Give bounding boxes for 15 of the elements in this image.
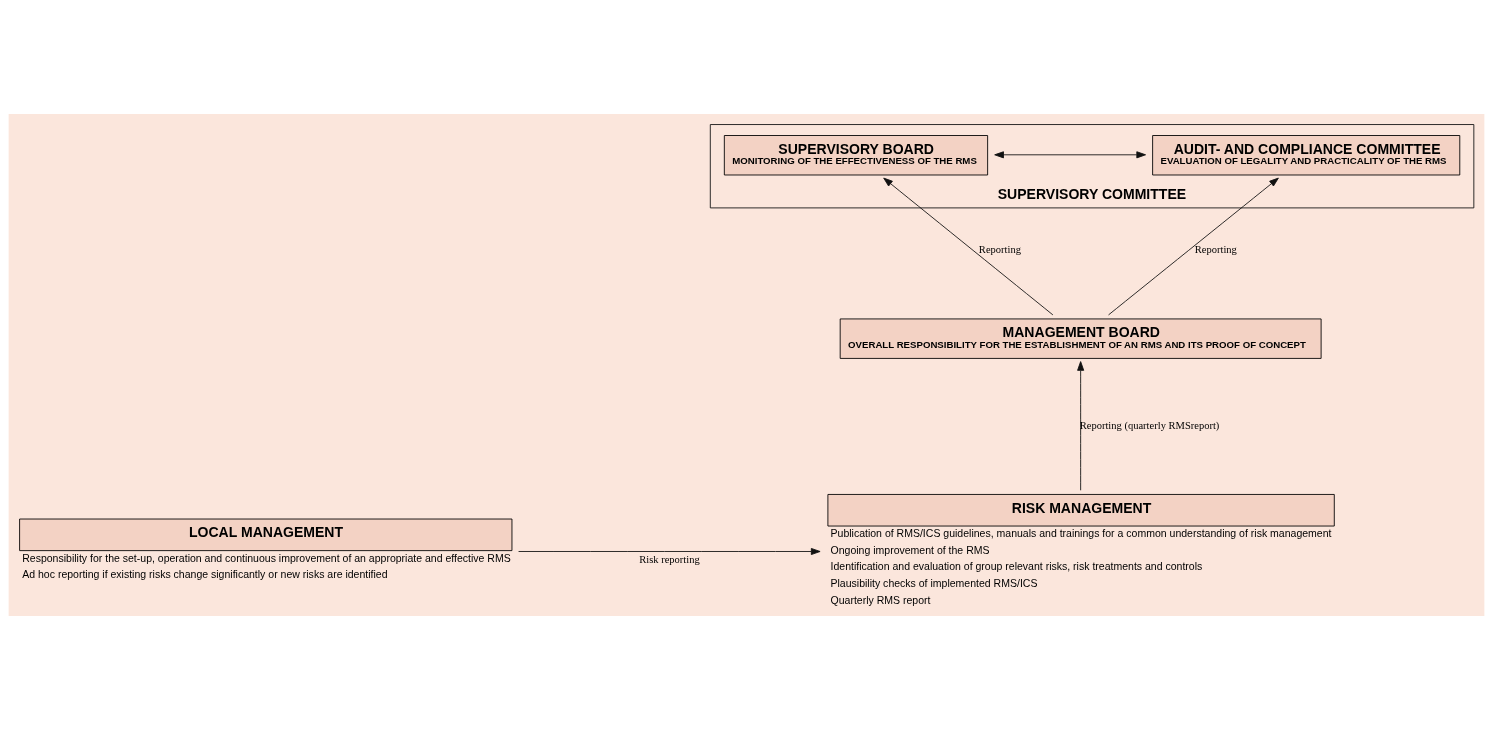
arrow — [994, 151, 1146, 159]
node-label: Responsibility for the set-up, operation and continuous improvement of an appropriate and effective RMS — [22, 551, 511, 564]
arrow — [883, 177, 1054, 316]
edge-label: Risk reporting — [639, 553, 700, 565]
arrow — [1108, 177, 1279, 316]
node-label: Ad hoc reporting if existing risks change significantly or new risks are identified — [22, 568, 388, 581]
arrow — [1077, 361, 1085, 491]
node-label: Plausibility checks of implemented RMS/ICS — [830, 577, 1038, 590]
arrow — [518, 547, 821, 555]
node-label: Publication of RMS/ICS guidelines, manuals and trainings for a common understanding of risk management — [830, 527, 1332, 540]
edge-label: Reporting — [1194, 244, 1237, 256]
edge-label: Reporting — [978, 244, 1021, 256]
node-label: Quarterly RMS report — [830, 593, 931, 606]
node-label: Ongoing improvement of the RMS — [830, 543, 990, 556]
node-label: Identification and evaluation of group relevant risks, risk treatments and controls — [830, 560, 1203, 573]
